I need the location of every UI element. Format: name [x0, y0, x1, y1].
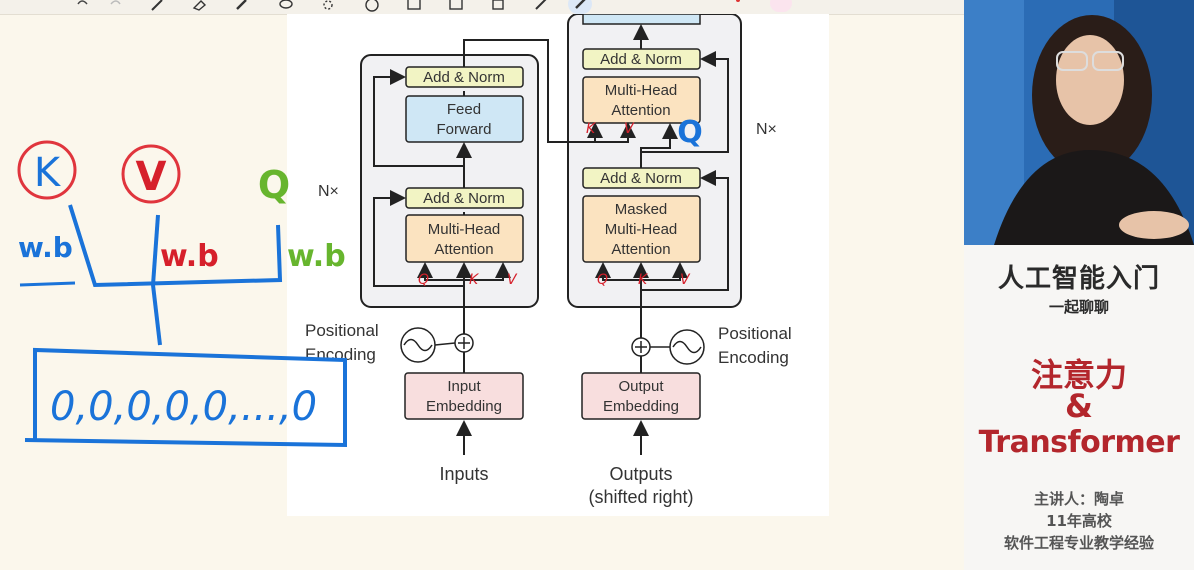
masked-label-3: Attention — [611, 241, 670, 258]
wb-annotation-q: w.b — [287, 239, 346, 274]
decoder-mha-label-2: Attention — [611, 102, 670, 119]
vector-box — [24, 347, 347, 448]
cross-v-annotation: V — [624, 121, 635, 137]
shape-icon[interactable] — [320, 0, 336, 12]
outputs-label-2: (shifted right) — [588, 487, 693, 507]
encoder-add-norm-top-label: Add & Norm — [423, 69, 505, 86]
decoder-arrows — [595, 24, 729, 455]
encoder-mha-label-1: Multi-Head — [428, 221, 501, 238]
enc-v-annotation: V — [507, 272, 518, 288]
enc-k-annotation: K — [469, 272, 480, 288]
outputs-label-1: Outputs — [609, 464, 672, 484]
masked-label-1: Masked — [615, 201, 668, 218]
highlighter-icon[interactable] — [234, 0, 250, 12]
bracket-stem — [151, 284, 162, 346]
topic-attention: 注意力 — [1030, 356, 1127, 394]
cross-k-annotation: K — [586, 121, 597, 137]
stamp-icon[interactable] — [490, 0, 506, 12]
decoder-mha-label-1: Multi-Head — [605, 82, 678, 99]
encoder-mha-label-2: Attention — [434, 241, 493, 258]
vector-annotation: 0,0,0,0,0,...,0 — [50, 384, 317, 430]
active-tool-highlight — [568, 0, 592, 14]
redo-icon[interactable] — [108, 0, 124, 12]
encoder-arrows — [373, 39, 636, 455]
color-icon[interactable] — [364, 0, 380, 12]
feed-forward-label-1: Feed — [447, 101, 481, 118]
encoder-nx-label: N× — [318, 183, 339, 200]
dec-q-annotation: Q — [597, 272, 608, 288]
handwriting-layer: K V Q w.b w.b w.b 0,0,0,0,0,...,0 Q K V … — [17, 115, 703, 448]
topic-ampersand: & — [1065, 387, 1093, 425]
wb-annotation-k: w.b — [18, 231, 73, 264]
eraser-icon[interactable] — [192, 0, 208, 12]
text-icon[interactable] — [448, 0, 464, 12]
dec-v-annotation: V — [680, 272, 691, 288]
lecturer-info-1: 11年高校 — [1046, 512, 1112, 530]
red-color-dot[interactable] — [736, 0, 740, 2]
presenter-avatar — [964, 0, 1194, 245]
output-embedding-label-2: Embedding — [603, 398, 679, 415]
lecturer-info-2: 软件工程专业教学经验 — [1003, 534, 1154, 552]
decoder-nx-label: N× — [756, 121, 777, 138]
decoder-add-norm-top-label: Add & Norm — [600, 51, 682, 68]
blue-bracket — [68, 204, 283, 288]
lecturer-name: 主讲人：陶卓 — [1033, 490, 1124, 508]
k-annotation: K — [34, 150, 62, 196]
topic-transformer: Transformer — [978, 425, 1180, 460]
course-title: 人工智能入门 — [997, 264, 1160, 294]
undo-icon[interactable] — [74, 0, 90, 12]
pen-icon[interactable] — [150, 0, 166, 12]
output-embedding-label-1: Output — [618, 378, 664, 395]
wb-annotation-v: w.b — [160, 239, 219, 274]
inputs-label: Inputs — [439, 464, 488, 484]
image-icon[interactable] — [406, 0, 422, 12]
v-annotation: V — [136, 154, 167, 200]
cross-q-annotation: Q — [677, 115, 703, 150]
ruler-icon[interactable] — [534, 0, 550, 12]
encoder-add-norm-bottom-label: Add & Norm — [423, 190, 505, 207]
masked-label-2: Multi-Head — [605, 221, 678, 238]
decoder-pos-enc-label-2: Encoding — [718, 348, 789, 367]
enc-q-annotation: Q — [418, 272, 429, 288]
feed-forward-label-2: Forward — [436, 121, 491, 138]
transformer-diagram: Add & Norm Feed Forward Add & Norm Multi… — [305, 14, 792, 507]
decoder-pos-enc-label-1: Positional — [718, 324, 792, 343]
decoder-add-norm-mid-label: Add & Norm — [600, 170, 682, 187]
k-circle — [17, 140, 77, 200]
presenter-video — [964, 0, 1194, 245]
encoder-pos-enc-label-1: Positional — [305, 321, 379, 340]
input-embedding-label-1: Input — [447, 378, 481, 395]
input-embedding-label-2: Embedding — [426, 398, 502, 415]
v-circle — [121, 144, 181, 204]
course-subtitle: 一起聊聊 — [1048, 298, 1109, 316]
pink-color-swatch[interactable] — [770, 0, 792, 12]
q-annotation: Q — [258, 163, 290, 207]
dec-k-annotation: K — [638, 272, 649, 288]
lasso-icon[interactable] — [278, 0, 294, 12]
decoder-cross-mha-box — [582, 76, 701, 124]
link-icon[interactable] — [573, 0, 589, 12]
